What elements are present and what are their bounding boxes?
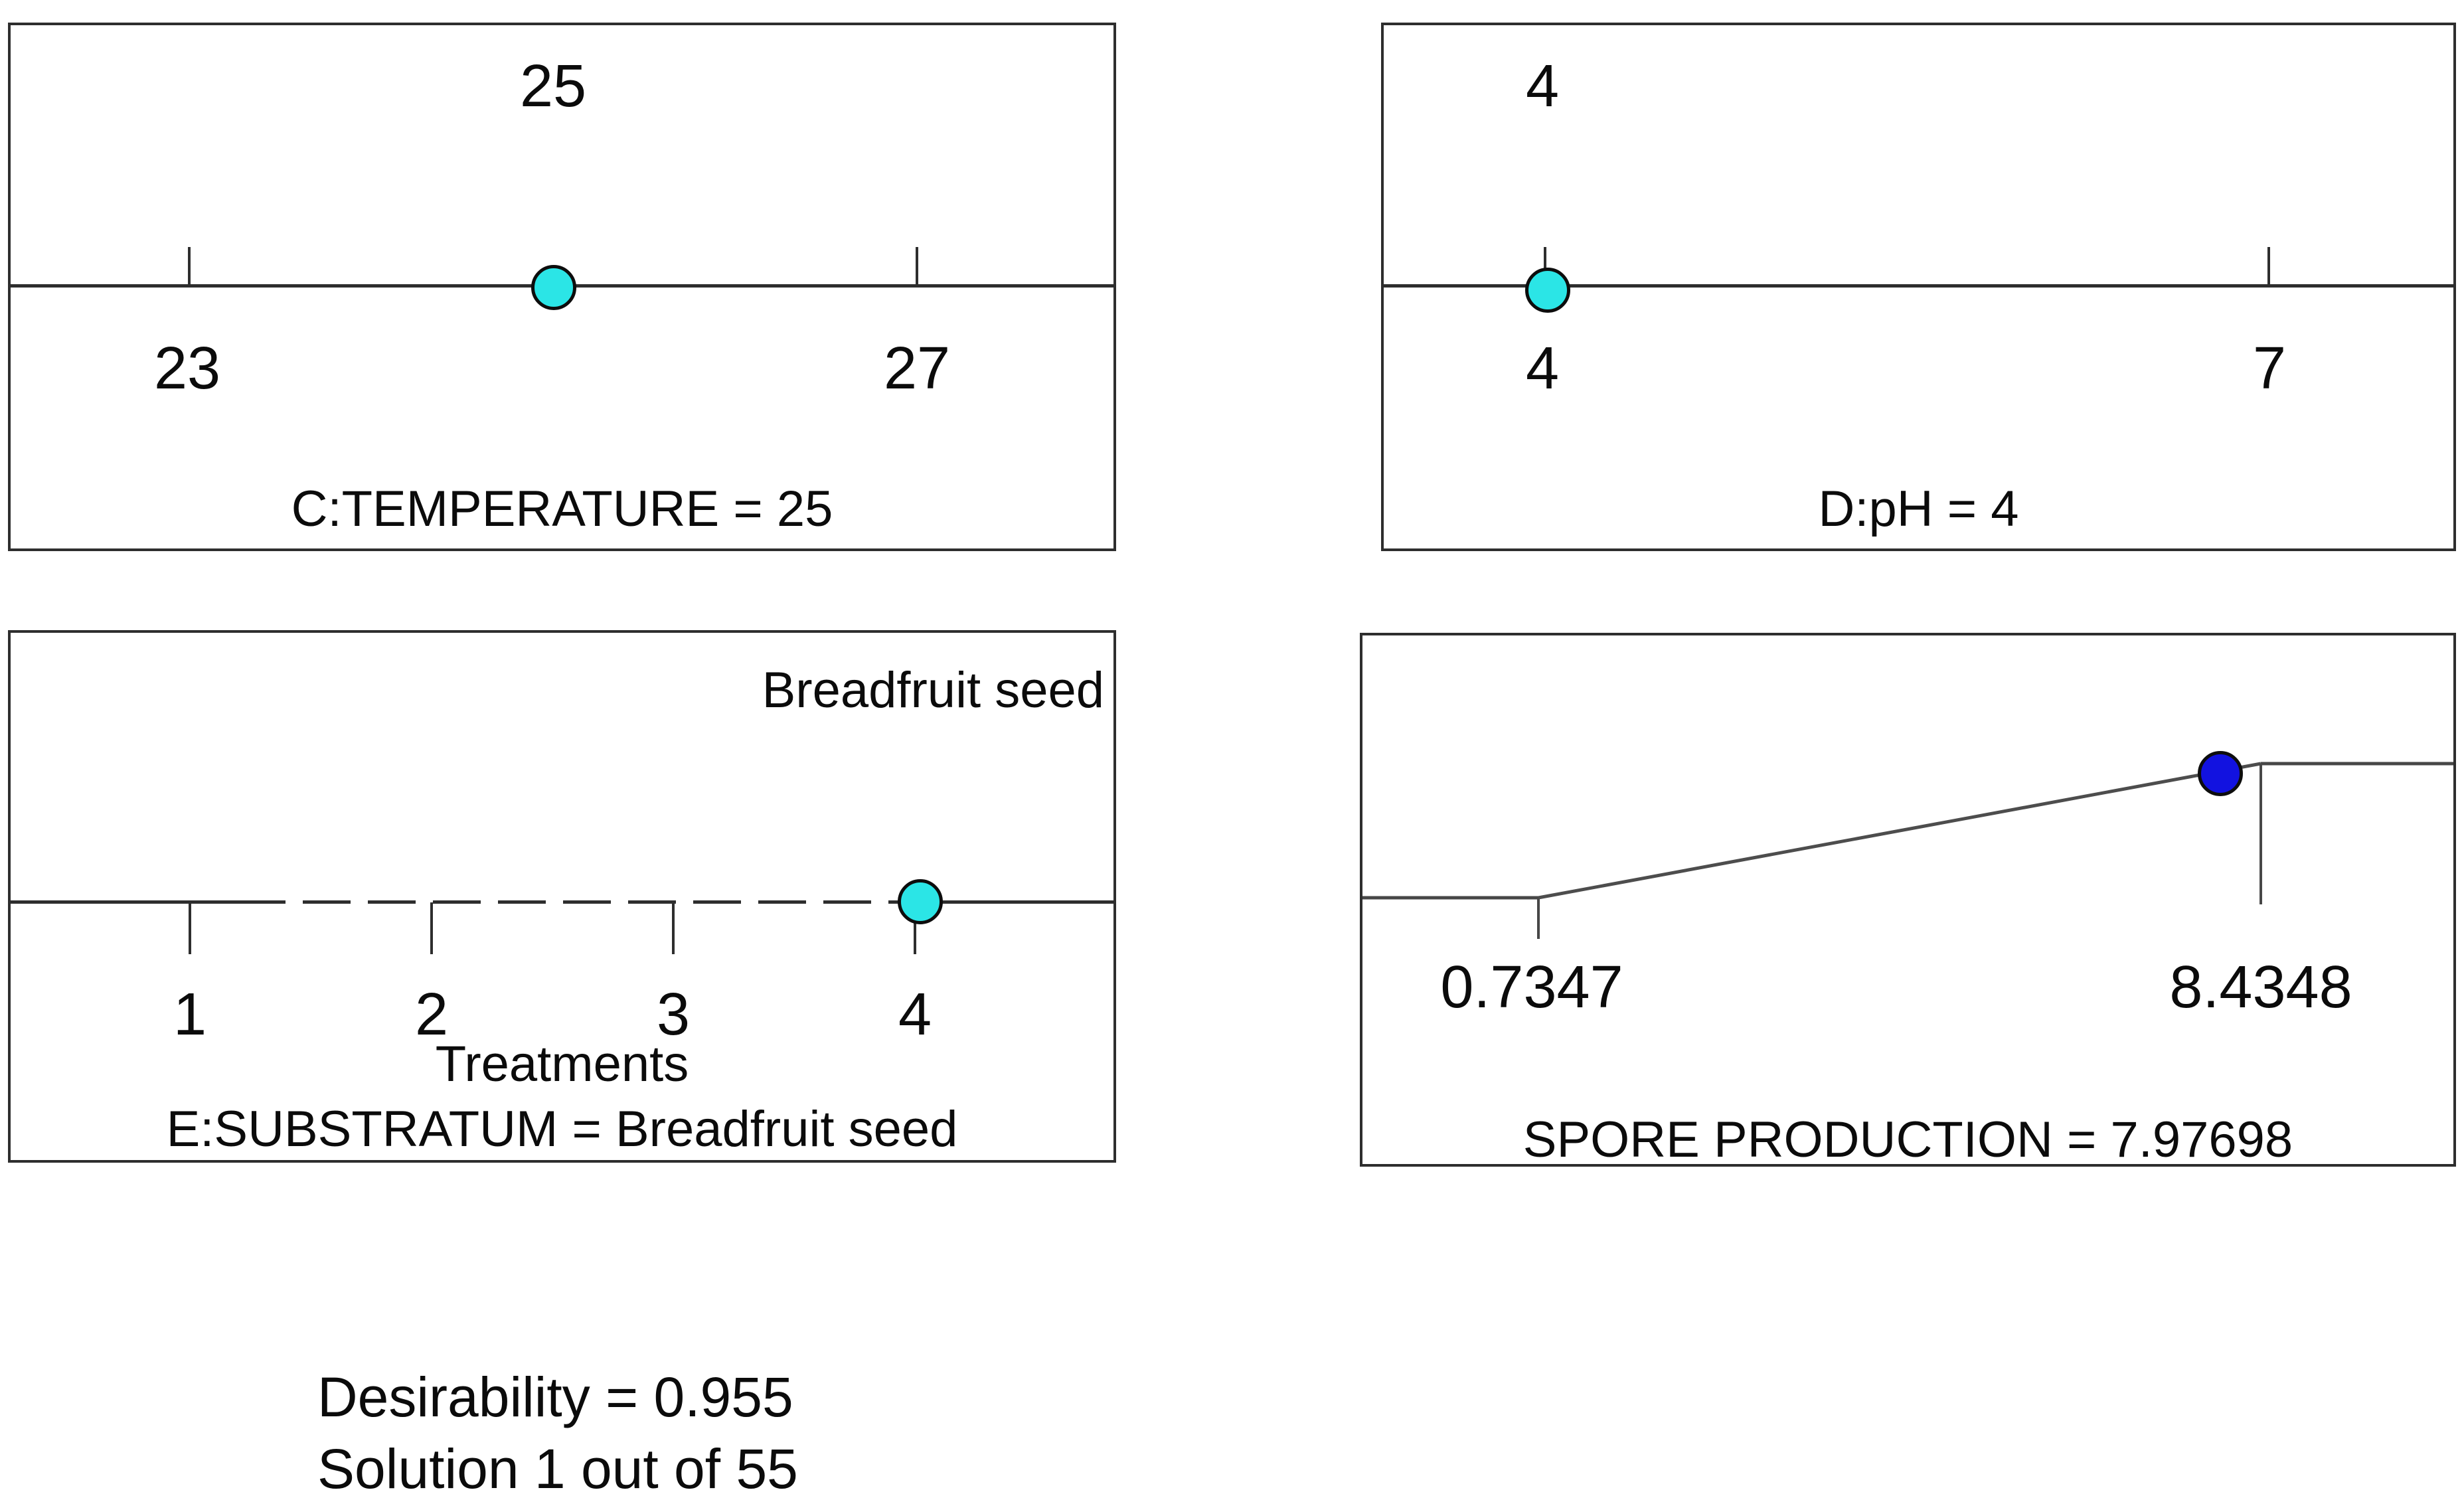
substratum-line-dashed	[238, 900, 894, 904]
temperature-caption: C:TEMPERATURE = 25	[291, 481, 833, 537]
ramp-panel-ph: 4 4 7 D:pH = 4	[1381, 23, 2456, 551]
ramp-panel-temperature: 25 23 27 C:TEMPERATURE = 25	[8, 23, 1116, 551]
substratum-tick-4	[914, 902, 916, 954]
ramp-panel-spore-production: 0.7347 8.4348 SPORE PRODUCTION = 7.97698	[1360, 633, 2456, 1167]
ph-current-value-label: 4	[1525, 53, 1560, 120]
ph-caption: D:pH = 4	[1818, 481, 2019, 537]
response-value-point[interactable]	[2198, 751, 2243, 796]
substratum-caption: E:SUBSTRATUM = Breadfruit seed	[166, 1101, 958, 1157]
response-ramp-diagonal	[1538, 762, 2261, 900]
temperature-current-value-label: 25	[519, 53, 587, 120]
substratum-tick-3	[672, 902, 675, 954]
temperature-min-label: 23	[153, 335, 221, 402]
substratum-tick-label-1: 1	[173, 981, 207, 1048]
temperature-max-tick	[916, 247, 918, 286]
ph-max-label: 7	[2252, 335, 2287, 402]
substratum-tick-label-4: 4	[898, 981, 932, 1048]
substratum-tick-1	[189, 902, 191, 954]
response-max-label: 8.4348	[2169, 954, 2352, 1021]
ph-min-label: 4	[1525, 335, 1560, 402]
ph-max-tick	[2267, 247, 2270, 286]
response-ramp-graphic	[1362, 762, 2453, 939]
temperature-max-label: 27	[883, 335, 951, 402]
temperature-value-handle[interactable]	[531, 265, 576, 310]
ramp-panel-substratum: Breadfruit seed 1 2 3 4 Treatments E:SUB…	[8, 630, 1116, 1163]
substratum-line-right	[894, 900, 1116, 904]
ph-axis-line	[1381, 284, 2456, 288]
ph-value-handle[interactable]	[1525, 268, 1570, 313]
substratum-value-handle[interactable]	[898, 879, 943, 924]
response-min-label: 0.7347	[1440, 954, 1623, 1021]
temperature-min-tick	[188, 247, 191, 286]
substratum-selected-label: Breadfruit seed	[762, 662, 1104, 718]
response-caption: SPORE PRODUCTION = 7.97698	[1522, 1112, 2293, 1168]
substratum-axis-label: Treatments	[435, 1036, 689, 1092]
desirability-summary: Desirability = 0.955	[317, 1366, 793, 1428]
substratum-line-left	[8, 900, 238, 904]
substratum-tick-2	[430, 902, 433, 954]
substratum-tick-label-3: 3	[656, 981, 691, 1048]
ph-min-tick	[1544, 247, 1546, 286]
solution-summary: Solution 1 out of 55	[317, 1438, 798, 1500]
substratum-tick-label-2: 2	[414, 981, 449, 1048]
